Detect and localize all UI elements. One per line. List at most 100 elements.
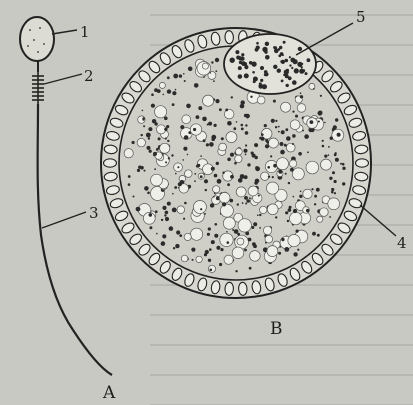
cytoplasm-dot [258, 195, 260, 197]
cytoplasm-dot [151, 93, 154, 96]
chromatin-granule [286, 84, 289, 87]
chromatin-granule [291, 67, 293, 69]
panel-label-a: A [102, 383, 116, 403]
cytoplasm-dot [253, 244, 257, 248]
cytoplasm-dot [278, 170, 282, 174]
cytoplasm-dot [317, 234, 320, 237]
cytoplasm-dot [292, 134, 296, 138]
cytoplasm-dot [173, 247, 175, 249]
chromatin-granule [277, 69, 281, 73]
yolk-granule [185, 170, 193, 178]
cytoplasm-dot [167, 202, 171, 206]
cytoplasm-dot [164, 128, 167, 131]
yolk-granule [289, 160, 296, 167]
yolk-granule [317, 216, 323, 222]
cytoplasm-dot [273, 100, 276, 103]
cytoplasm-dot [246, 199, 250, 203]
cytoplasm-dot [238, 178, 243, 183]
sperm-cell [20, 17, 112, 375]
cytoplasm-dot [281, 238, 284, 241]
yolk-granule [235, 148, 242, 155]
cytoplasm-dot [149, 213, 153, 217]
cytoplasm-dot [141, 134, 143, 136]
cytoplasm-dot [208, 227, 211, 230]
cytoplasm-dot [168, 157, 170, 159]
cytoplasm-dot [175, 173, 177, 175]
cytoplasm-dot [316, 188, 320, 192]
cytoplasm-dot [175, 244, 179, 248]
yolk-granule [224, 255, 233, 264]
yolk-granule [182, 115, 191, 124]
cytoplasm-dot [245, 203, 247, 205]
cytoplasm-dot [153, 152, 157, 156]
cytoplasm-dot [186, 104, 191, 109]
cytoplasm-dot [302, 130, 304, 132]
cytoplasm-dot [295, 115, 298, 118]
cytoplasm-dot [255, 145, 257, 147]
cytoplasm-dot [167, 76, 170, 79]
yolk-granule [297, 104, 306, 113]
cytoplasm-dot [268, 176, 270, 178]
cytoplasm-dot [280, 142, 284, 146]
cytoplasm-dot [313, 88, 315, 90]
chromatin-granule [260, 79, 263, 82]
yolk-granule [235, 155, 242, 162]
cytoplasm-dot [292, 111, 294, 113]
cytoplasm-dot [241, 100, 245, 104]
leader-line-1 [52, 30, 77, 34]
cytoplasm-dot [340, 163, 342, 165]
cytoplasm-dot [164, 214, 166, 216]
yolk-granule [213, 186, 220, 193]
cytoplasm-dot [161, 219, 163, 221]
chromatin-granule [265, 42, 269, 46]
chromatin-granule [278, 54, 281, 57]
cytoplasm-dot [284, 144, 287, 147]
cytoplasm-dot [146, 133, 151, 138]
yolk-granule [257, 96, 265, 104]
cytoplasm-dot [174, 186, 177, 189]
cytoplasm-dot [156, 233, 158, 235]
cytoplasm-dot [297, 249, 299, 251]
yolk-granule [328, 198, 340, 210]
chromatin-granule [235, 50, 239, 54]
chromatin-granule [281, 80, 284, 83]
cytoplasm-dot [213, 196, 215, 198]
callout-3: 3 [89, 204, 99, 222]
chromatin-granule [299, 65, 301, 67]
cytoplasm-dot [171, 154, 173, 156]
yolk-granule [159, 82, 165, 88]
yolk-granule [208, 265, 215, 272]
cytoplasm-dot [211, 61, 213, 63]
cytoplasm-dot [165, 211, 169, 215]
cytoplasm-dot [179, 74, 182, 77]
cytoplasm-dot [164, 117, 168, 121]
yolk-granule [238, 219, 251, 232]
cytoplasm-dot [147, 146, 151, 150]
cytoplasm-dot [214, 234, 218, 238]
cytoplasm-dot [288, 182, 290, 184]
cytoplasm-dot [175, 89, 177, 91]
yolk-granule [267, 246, 278, 257]
cytoplasm-dot [178, 182, 182, 186]
cytoplasm-dot [191, 248, 195, 252]
chromatin-granule [305, 72, 308, 75]
cytoplasm-dot [266, 141, 269, 144]
cytoplasm-dot [311, 188, 313, 190]
chromatin-granule [283, 41, 286, 44]
cytoplasm-dot [206, 143, 209, 146]
cytoplasm-dot [128, 175, 131, 178]
cytoplasm-dot [136, 207, 141, 212]
chromatin-granule [279, 46, 282, 49]
cytoplasm-dot [220, 248, 223, 251]
cytoplasm-dot [324, 155, 327, 158]
yolk-granule [191, 228, 203, 240]
follicle-cell [104, 159, 117, 167]
cytoplasm-dot [298, 152, 302, 156]
cytoplasm-dot [200, 208, 202, 210]
cytoplasm-dot [233, 127, 236, 130]
cytoplasm-dot [272, 176, 274, 178]
cytoplasm-dot [248, 238, 252, 242]
cytoplasm-dot [161, 241, 166, 246]
cytoplasm-dot [249, 197, 251, 199]
cytoplasm-dot [280, 177, 282, 179]
